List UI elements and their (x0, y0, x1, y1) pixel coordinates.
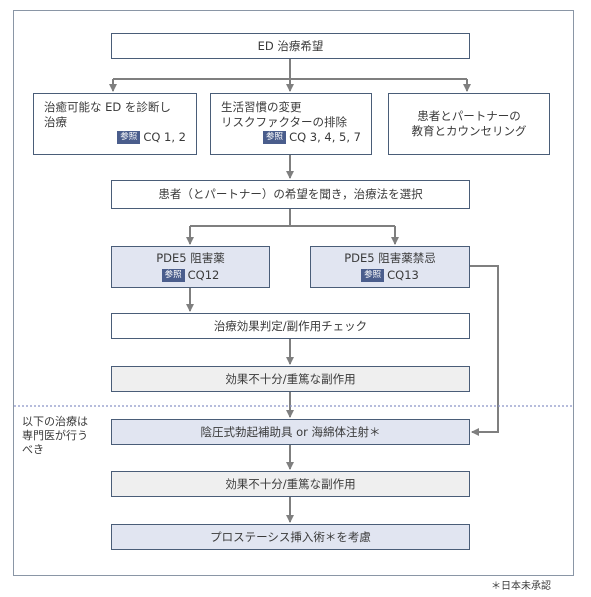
education-box: 患者とパートナーの 教育とカウンセリング (388, 93, 550, 155)
insufficient-box-2: 効果不十分/重篤な副作用 (111, 471, 470, 497)
ed-wish-label: ED 治療希望 (257, 38, 324, 53)
footnote: ＊日本未承認 (491, 581, 551, 592)
prosthesis-label: プロステーシス挿入術＊を考慮 (210, 529, 371, 544)
insufficient-box-1: 効果不十分/重篤な副作用 (111, 366, 470, 392)
diagram-frame (13, 10, 574, 576)
pde5-contra-title: PDE5 阻害薬禁忌 (344, 251, 436, 265)
lifestyle-ref-tag: 参照 (263, 131, 287, 144)
vacuum-injection-box: 陰圧式勃起補助具 or 海綿体注射＊ (111, 419, 470, 445)
pde5-title: PDE5 阻害薬 (156, 251, 225, 265)
insufficient-label-2: 効果不十分/重篤な副作用 (225, 476, 356, 491)
education-line2: 教育とカウンセリング (411, 124, 527, 138)
pde5-box: PDE5 阻害薬 参照 CQ12 (111, 246, 270, 288)
pde5-ref-tag: 参照 (161, 269, 185, 282)
lifestyle-line2: リスクファクターの排除 (221, 115, 348, 129)
lifestyle-line1: 生活習慣の変更 (221, 100, 302, 114)
diagnose-ref: CQ 1, 2 (143, 130, 186, 144)
diagnose-line1: 治癒可能な ED を診断し (44, 100, 171, 114)
arrow-contra-to-vacuum (470, 265, 499, 436)
pde5-contra-box: PDE5 阻害薬禁忌 参照 CQ13 (310, 246, 470, 288)
pde5-contra-ref: CQ13 (387, 268, 419, 282)
education-line1: 患者とパートナーの (417, 109, 521, 123)
select-treatment-box: 患者（とパートナー）の希望を聞き，治療法を選択 (111, 180, 470, 209)
lifestyle-ref: CQ 3, 4, 5, 7 (289, 130, 361, 144)
diagnose-ref-tag: 参照 (117, 131, 141, 144)
ed-wish-box: ED 治療希望 (111, 33, 470, 59)
diagnose-box: 治癒可能な ED を診断し 治療 参照 CQ 1, 2 (33, 93, 197, 155)
lifestyle-box: 生活習慣の変更 リスクファクターの排除 参照 CQ 3, 4, 5, 7 (210, 93, 372, 155)
pde5-ref: CQ12 (187, 268, 220, 282)
check-label: 治療効果判定/副作用チェック (213, 318, 368, 333)
vacuum-injection-label: 陰圧式勃起補助具 or 海綿体注射＊ (200, 424, 381, 439)
prosthesis-box: プロステーシス挿入術＊を考慮 (111, 524, 470, 550)
insufficient-label-1: 効果不十分/重篤な副作用 (225, 371, 356, 386)
pde5-contra-ref-tag: 参照 (361, 269, 385, 282)
select-treatment-label: 患者（とパートナー）の希望を聞き，治療法を選択 (158, 187, 423, 201)
specialist-note: 以下の治療は 専門医が行う べき (22, 415, 88, 456)
diagnose-line2: 治療 (44, 115, 67, 129)
check-box: 治療効果判定/副作用チェック (111, 313, 470, 339)
